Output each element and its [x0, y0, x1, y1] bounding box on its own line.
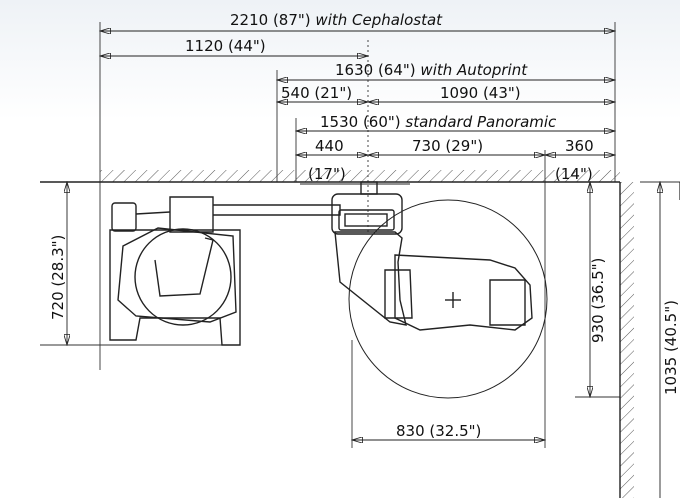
label-circle-width: 830 (32.5")	[396, 422, 481, 440]
label-pano-mid: 730 (29")	[412, 137, 483, 155]
wall-right	[619, 182, 634, 498]
label-pano-left-inch: (17")	[308, 165, 346, 183]
label-ceph-depth: 720 (28.3")	[49, 235, 67, 320]
cephalostat-unit	[109, 196, 341, 346]
label-pano-right-inch: (14")	[555, 165, 593, 183]
panoramic-unit	[334, 199, 548, 399]
label-pano-right: 360	[565, 137, 594, 155]
label-pano: 1530 (60") standard Panoramic	[320, 113, 557, 131]
label-total-ceph: 2210 (87") with Cephalostat	[230, 11, 443, 29]
label-room-depth: 1035 (40.5")	[662, 300, 680, 395]
label-unit-depth: 930 (36.5")	[589, 258, 607, 343]
mount-column	[300, 181, 410, 235]
label-autoprint-right: 1090 (43")	[440, 84, 521, 102]
label-autoprint: 1630 (64") with Autoprint	[335, 61, 528, 79]
dimension-lines	[67, 31, 660, 498]
label-ceph-arm: 1120 (44")	[185, 37, 266, 55]
label-pano-left: 440	[315, 137, 344, 155]
extension-lines	[40, 22, 680, 448]
wall-top	[40, 170, 620, 183]
label-autoprint-left: 540 (21")	[281, 84, 352, 102]
